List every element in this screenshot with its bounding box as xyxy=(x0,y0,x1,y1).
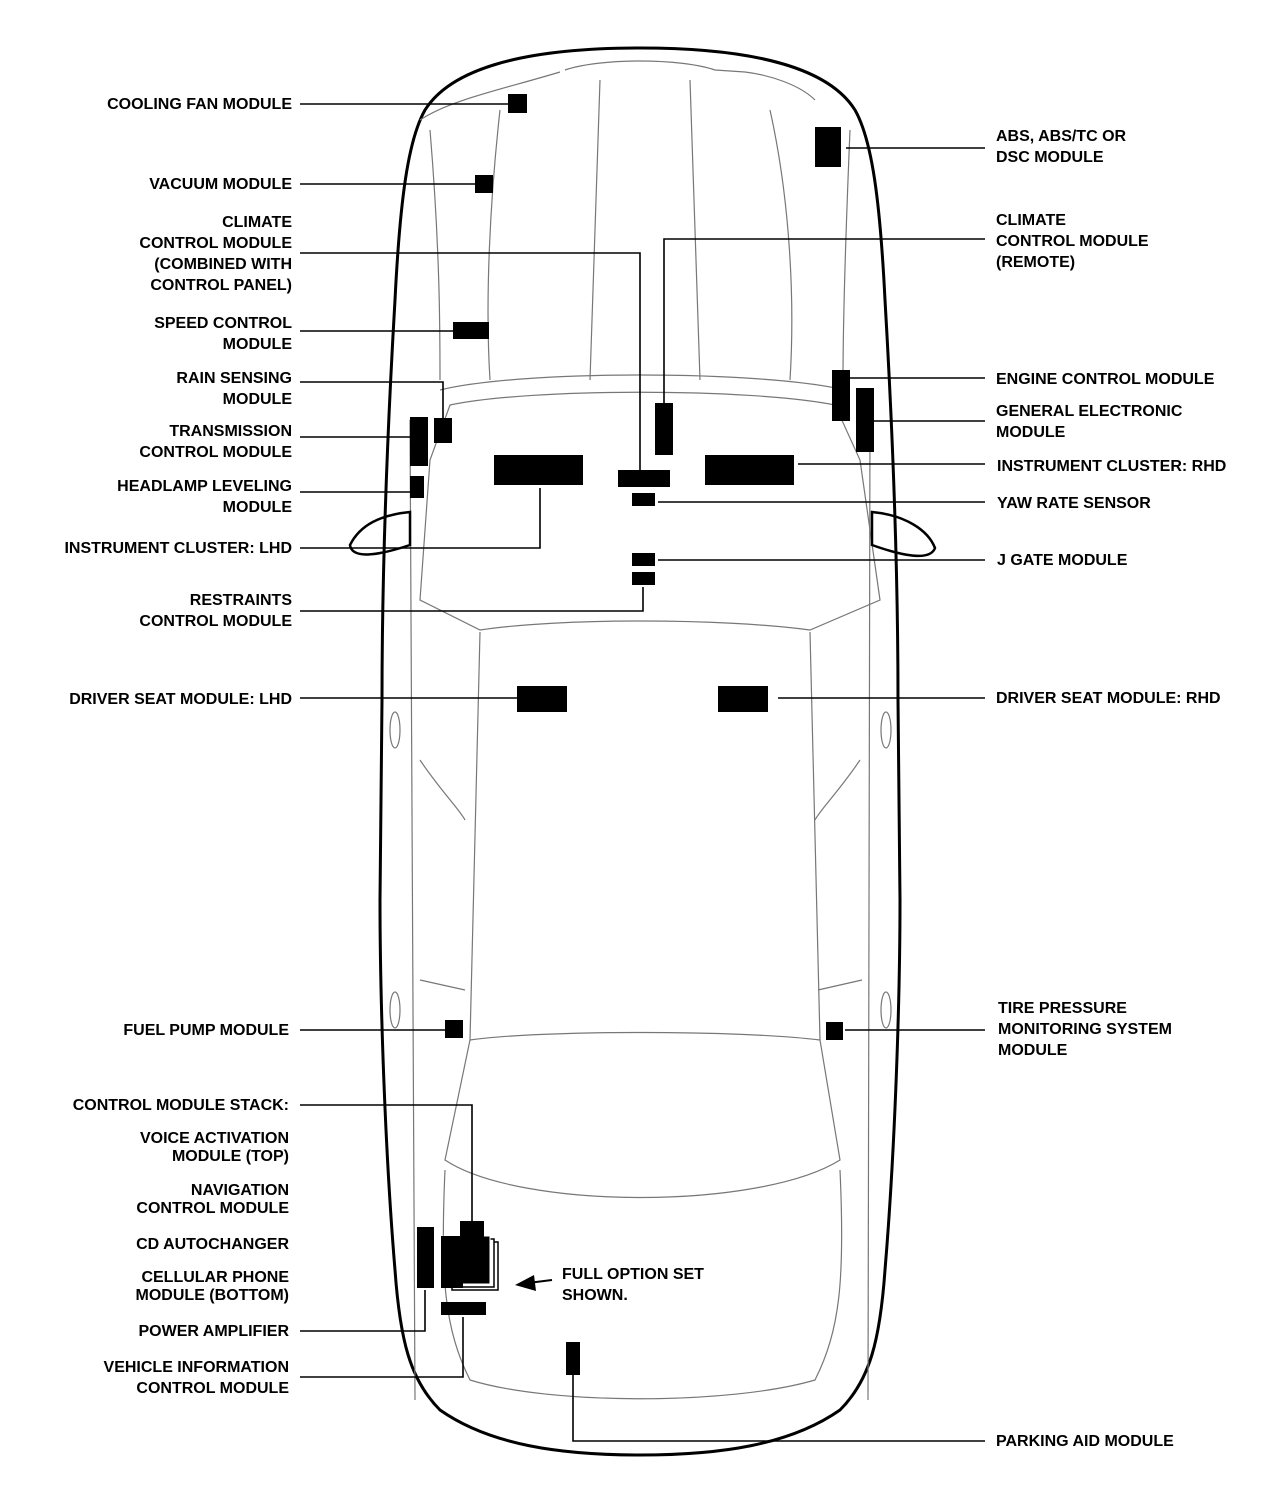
label-driver-seat-module-lhd: DRIVER SEAT MODULE: LHD xyxy=(69,691,292,708)
label-abs-module: ABS, ABS/TC OR DSC MODULE xyxy=(996,128,1127,166)
cooling-fan-module-block xyxy=(508,94,527,113)
parking-aid-module-block xyxy=(566,1342,580,1375)
label-headlamp-leveling-module: HEADLAMP LEVELING MODULE xyxy=(117,478,292,516)
label-driver-seat-module-rhd: DRIVER SEAT MODULE: RHD xyxy=(996,690,1221,707)
restraints-module-block xyxy=(632,572,655,585)
leader-lines xyxy=(300,103,985,1442)
label-voice-activation-module: VOICE ACTIVATION MODULE (TOP) xyxy=(139,1130,289,1165)
label-fuel-pump-module: FUEL PUMP MODULE xyxy=(123,1022,289,1039)
label-cd-autochanger: CD AUTOCHANGER xyxy=(136,1236,289,1253)
label-parking-aid-module: PARKING AID MODULE xyxy=(996,1433,1174,1450)
label-restraints-control-module: RESTRAINTS CONTROL MODULE xyxy=(139,592,292,630)
tpms-module-block xyxy=(826,1022,843,1040)
label-yaw-rate-sensor: YAW RATE SENSOR xyxy=(997,495,1151,512)
vehicle-information-module-block xyxy=(441,1302,486,1315)
label-speed-control-module: SPEED CONTROL MODULE xyxy=(154,315,292,353)
power-amplifier-block xyxy=(417,1227,434,1288)
cluster-rhd-block xyxy=(705,455,794,485)
label-climate-control-combined: CLIMATE CONTROL MODULE (COMBINED WITH CO… xyxy=(139,214,292,294)
yaw-rate-sensor-block xyxy=(632,493,655,506)
climate-combined-module-block xyxy=(618,470,670,487)
headlamp-leveling-module-block xyxy=(410,476,424,498)
label-instrument-cluster-rhd: INSTRUMENT CLUSTER: RHD xyxy=(997,458,1227,475)
label-engine-control-module: ENGINE CONTROL MODULE xyxy=(996,371,1215,388)
label-full-option-set: FULL OPTION SET SHOWN. xyxy=(562,1266,704,1304)
fuel-pump-module-block xyxy=(445,1020,463,1038)
label-cellular-phone-module: CELLULAR PHONE MODULE (BOTTOM) xyxy=(135,1269,289,1304)
label-rain-sensing-module: RAIN SENSING MODULE xyxy=(176,370,292,408)
label-general-electronic-module: GENERAL ELECTRONIC MODULE xyxy=(996,403,1183,441)
label-j-gate-module: J GATE MODULE xyxy=(997,552,1128,569)
label-instrument-cluster-lhd: INSTRUMENT CLUSTER: LHD xyxy=(64,540,292,557)
transmission-module-block xyxy=(410,417,428,466)
label-transmission-control-module: TRANSMISSION CONTROL MODULE xyxy=(139,423,292,461)
seat-lhd-block xyxy=(517,686,567,712)
jgate-module-block xyxy=(632,553,655,566)
label-vehicle-information-control-module: VEHICLE INFORMATION CONTROL MODULE xyxy=(103,1359,289,1397)
label-cooling-fan-module: COOLING FAN MODULE xyxy=(107,96,292,113)
vacuum-module-block xyxy=(475,175,493,193)
label-climate-control-remote: CLIMATE CONTROL MODULE (REMOTE) xyxy=(996,212,1149,271)
seat-rhd-block xyxy=(718,686,768,712)
climate-remote-module-block xyxy=(655,403,673,455)
rain-sensing-module-block xyxy=(434,418,452,443)
label-control-module-stack: CONTROL MODULE STACK: xyxy=(72,1097,289,1114)
abs-module-block xyxy=(815,127,841,167)
label-navigation-control-module: NAVIGATION CONTROL MODULE xyxy=(136,1182,289,1217)
label-tire-pressure-monitoring-module: TIRE PRESSURE MONITORING SYSTEM MODULE xyxy=(998,1000,1172,1059)
label-power-amplifier: POWER AMPLIFIER xyxy=(138,1323,289,1340)
control-module-stack-block xyxy=(441,1221,499,1291)
label-vacuum-module: VACUUM MODULE xyxy=(149,176,292,193)
engine-control-module-block xyxy=(832,370,850,421)
speed-control-module-block xyxy=(453,322,489,339)
car-outline xyxy=(348,46,937,1457)
full-option-arrow-icon xyxy=(515,1275,553,1291)
gem-block xyxy=(856,388,874,452)
cluster-lhd-block xyxy=(494,455,583,485)
module-blocks xyxy=(410,94,874,1375)
